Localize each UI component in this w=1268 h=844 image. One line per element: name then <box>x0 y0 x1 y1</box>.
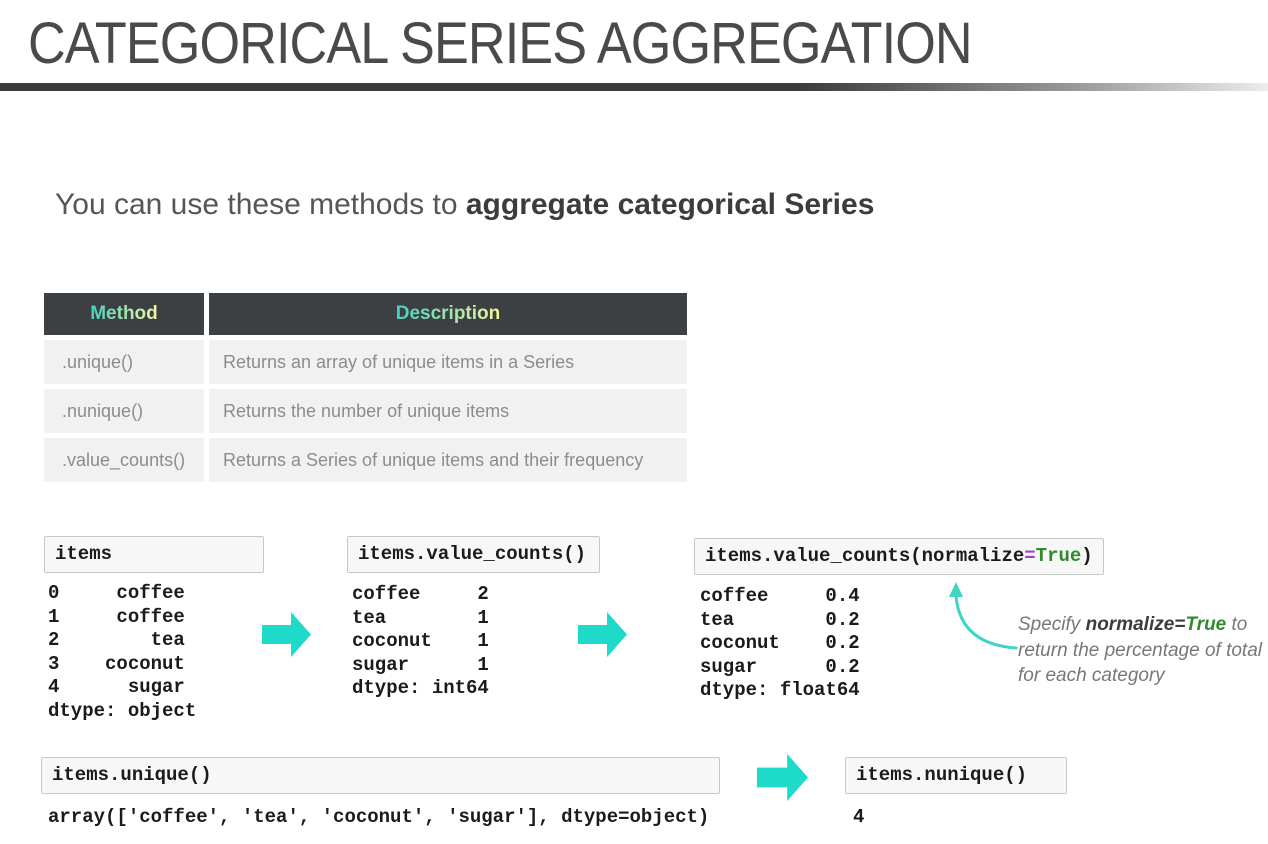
output-unique: array(['coffee', 'tea', 'coconut', 'suga… <box>48 806 710 828</box>
equals-operator: = <box>1024 545 1036 567</box>
annotation-keyword: normalize <box>1085 614 1175 635</box>
code-items: items <box>44 536 264 573</box>
true-keyword: True <box>1185 614 1227 635</box>
output-items: 0 coffee 1 coffee 2 tea 3 coconut 4 suga… <box>48 582 197 722</box>
title-divider <box>0 83 1268 91</box>
curved-arrow-icon <box>949 582 1018 650</box>
code-text: ) <box>1081 545 1093 567</box>
code-value-counts-normalize: items.value_counts(normalize=True) <box>694 538 1104 575</box>
subtitle-normal: You can use these methods to <box>55 188 466 221</box>
table-cell-description: Returns an array of unique items in a Se… <box>209 340 687 384</box>
table-cell-description: Returns a Series of unique items and the… <box>209 438 687 482</box>
output-value-counts: coffee 2 tea 1 coconut 1 sugar 1 dtype: … <box>352 583 489 699</box>
code-text: items.value_counts(normalize <box>705 545 1025 567</box>
code-value-counts: items.value_counts() <box>347 536 600 573</box>
right-arrow-icon <box>262 612 311 657</box>
right-arrow-icon <box>756 754 809 801</box>
table-cell-description: Returns the number of unique items <box>209 389 687 433</box>
page-title: CATEGORICAL SERIES AGGREGATION <box>28 11 973 76</box>
code-unique: items.unique() <box>41 757 720 794</box>
table-cell-method: .value_counts() <box>44 438 204 482</box>
table-cell-method: .nunique() <box>44 389 204 433</box>
methods-table: Method Description .unique() Returns an … <box>44 293 687 482</box>
true-keyword: True <box>1035 545 1082 567</box>
right-arrow-icon <box>578 612 627 657</box>
annotation-text: to return the percentage of total for ea… <box>1018 614 1262 686</box>
table-header-description: Description <box>209 293 687 335</box>
table-header-description-label: Description <box>395 303 501 324</box>
table-header-method-label: Method <box>90 303 158 324</box>
output-nunique: 4 <box>853 806 865 828</box>
code-nunique: items.nunique() <box>845 757 1067 794</box>
table-header-method: Method <box>44 293 204 335</box>
equals-operator: = <box>1174 614 1186 635</box>
table-cell-method: .unique() <box>44 340 204 384</box>
normalize-annotation: Specify normalize=True to return the per… <box>1018 612 1266 689</box>
subtitle-bold: aggregate categorical Series <box>465 188 875 221</box>
subtitle: You can use these methods to aggregate c… <box>55 188 874 222</box>
annotation-text: Specify <box>1018 614 1086 635</box>
output-value-counts-normalize: coffee 0.4 tea 0.2 coconut 0.2 sugar 0.2… <box>700 585 860 701</box>
